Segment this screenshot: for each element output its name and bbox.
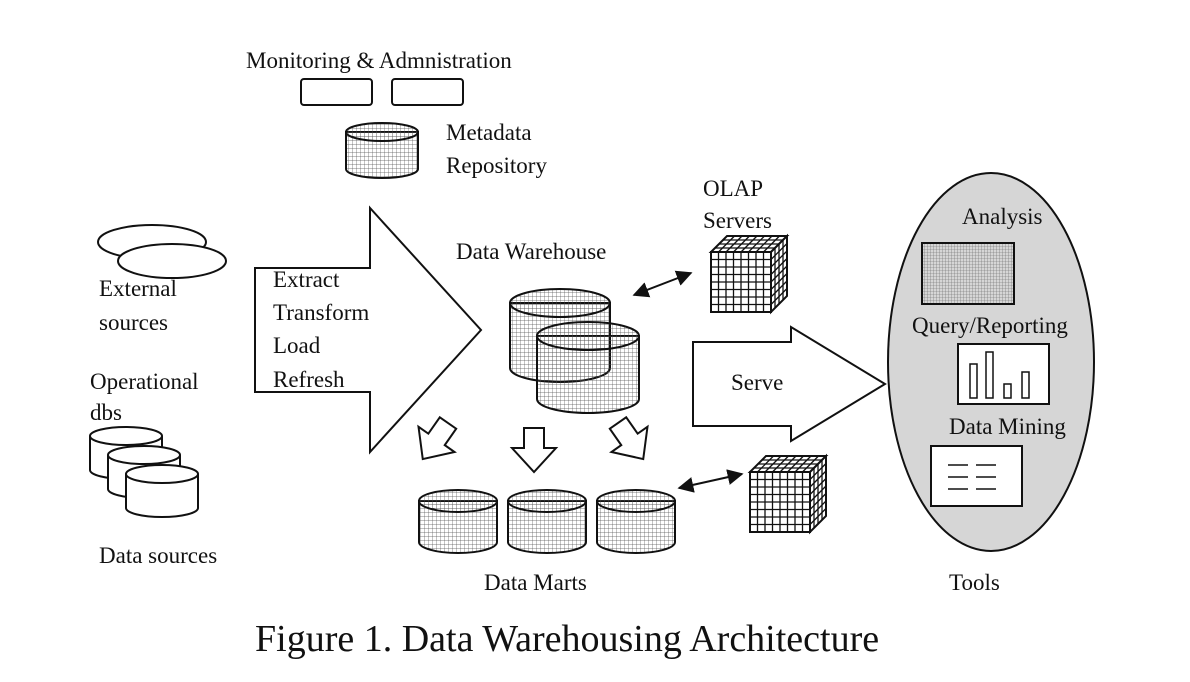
etl-arrow	[254, 205, 483, 455]
operational-db-cylinders	[89, 426, 199, 518]
data-mining-label: Data Mining	[949, 414, 1066, 439]
query-reporting-label: Query/Reporting	[912, 313, 1068, 338]
analysis-label: Analysis	[962, 204, 1043, 229]
data-sources-label: Data sources	[99, 543, 217, 568]
figure-caption: Figure 1. Data Warehousing Architecture	[255, 618, 879, 660]
analysis-grid-icon	[921, 242, 1015, 305]
down-arrow-center	[509, 427, 559, 474]
data-warehouse-cylinders	[509, 288, 640, 414]
operational-dbs-line1: Operational	[90, 369, 199, 394]
olap-servers-line2: Servers	[703, 208, 772, 233]
etl-transform-label: Transform	[273, 300, 369, 325]
metadata-label-line1: Metadata	[446, 120, 532, 145]
olap-servers-line1: OLAP	[703, 176, 763, 201]
metadata-repository-cylinder	[345, 122, 419, 179]
monitoring-box-2	[391, 78, 464, 106]
external-sources-line1: External	[99, 276, 177, 301]
external-sources-icon	[97, 224, 227, 279]
serve-label: Serve	[731, 370, 783, 395]
document-icon	[930, 445, 1023, 507]
etl-load-label: Load	[273, 333, 321, 358]
bar-chart-icon	[957, 343, 1050, 405]
serve-arrow	[692, 325, 887, 443]
external-sources-line2: sources	[99, 310, 168, 335]
operational-dbs-line2: dbs	[90, 400, 122, 425]
metadata-label-line2: Repository	[446, 153, 547, 178]
data-warehouse-label: Data Warehouse	[456, 239, 606, 264]
data-marts-label: Data Marts	[484, 570, 587, 595]
down-arrows	[417, 415, 649, 474]
olap-cube-bottom	[747, 453, 829, 535]
etl-extract-label: Extract	[273, 267, 340, 292]
monitoring-box-1	[300, 78, 373, 106]
monitoring-label: Monitoring & Admnistration	[246, 48, 512, 73]
etl-refresh-label: Refresh	[273, 367, 345, 392]
olap-cube-top	[708, 233, 790, 315]
tools-label: Tools	[949, 570, 1000, 595]
data-mart-cylinders	[418, 489, 676, 554]
down-arrow-right	[608, 415, 649, 461]
warehouse-olap-connector	[632, 270, 693, 298]
marts-olap-connector	[677, 469, 744, 493]
down-arrow-left	[417, 415, 458, 461]
